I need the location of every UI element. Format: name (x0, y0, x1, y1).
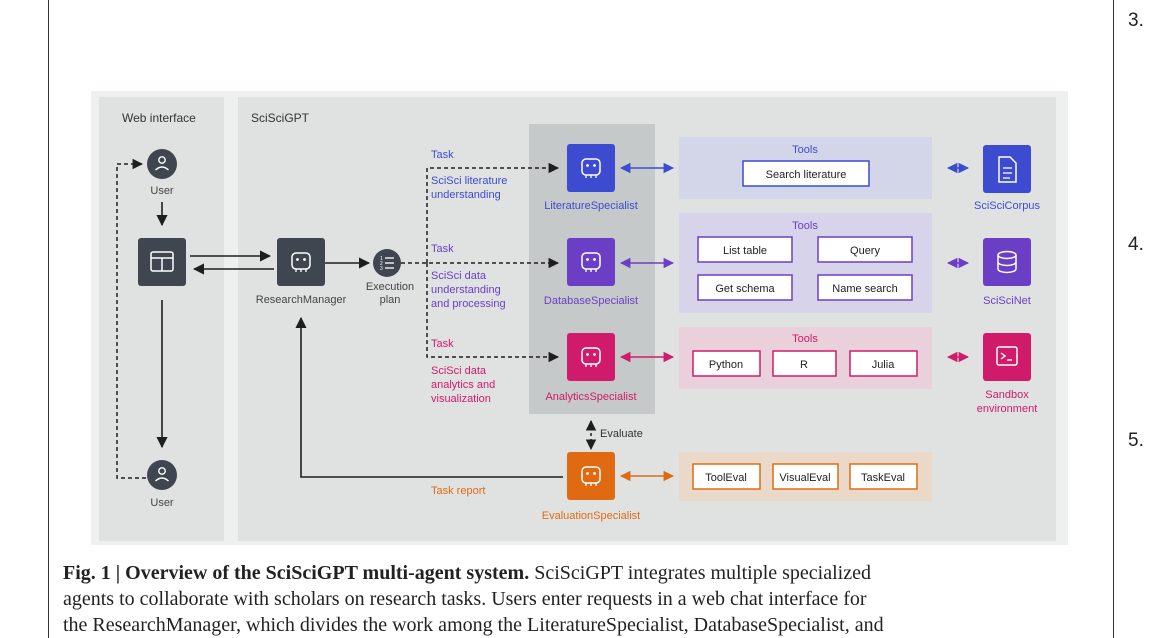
literature-task-desc-1: SciSci literature (431, 175, 507, 187)
analytics-task-desc-3: visualization (431, 393, 491, 405)
tool-julia (849, 350, 918, 377)
user-top-label: User (150, 185, 174, 197)
tool-get-schema (697, 274, 793, 301)
scisci-corpus-icon (983, 145, 1031, 193)
analytics-specialist-label: AnalyticsSpecialist (545, 391, 636, 403)
svg-text:2: 2 (380, 261, 383, 267)
tool-tooleval-label: ToolEval (705, 472, 747, 484)
tool-list-table-label: List table (723, 245, 767, 257)
evaluation-specialist-label: EvaluationSpecialist (542, 510, 640, 522)
execution-plan-label-line1: Execution (366, 281, 414, 293)
tool-list-table (697, 236, 793, 263)
analytics-task-label: Task (431, 338, 454, 350)
database-task-label: Task (431, 243, 454, 255)
sandbox-label-line2: environment (977, 403, 1038, 415)
margin-number-4: 4. (1128, 234, 1144, 255)
svg-text:1: 1 (380, 256, 383, 262)
tool-julia-label: Julia (872, 359, 896, 371)
sandbox-label-line1: Sandbox (985, 389, 1029, 401)
margin-number-3: 3. (1128, 10, 1144, 31)
literature-task-label: Task (431, 149, 454, 161)
task-report-label: Task report (431, 485, 485, 497)
tool-visualeval-label: VisualEval (779, 472, 830, 484)
evaluation-specialist-icon (567, 452, 615, 500)
literature-specialist-label: LiteratureSpecialist (544, 200, 638, 212)
tool-r-label: R (800, 359, 808, 371)
tool-python-label: Python (709, 359, 743, 371)
scisci-corpus-label: SciSciCorpus (974, 200, 1041, 212)
tool-search-literature (742, 160, 870, 187)
analytics-specialist-icon (567, 333, 615, 381)
page-column-rule-right (1113, 0, 1114, 638)
database-specialist-label: DatabaseSpecialist (544, 295, 638, 307)
analytics-tools-title: Tools (792, 333, 818, 345)
tool-taskeval (849, 463, 918, 490)
scisci-net-label: SciSciNet (983, 295, 1031, 307)
tool-search-literature-label: Search literature (766, 169, 847, 181)
tool-python (692, 350, 761, 377)
research-manager-icon (277, 238, 325, 286)
page-column-rule-left (48, 0, 49, 638)
tool-get-schema-label: Get schema (715, 283, 775, 295)
execution-plan-label-line2: plan (380, 294, 401, 306)
database-task-desc-1: SciSci data (431, 270, 487, 282)
literature-task-desc-2: understanding (431, 189, 501, 201)
database-tools-title: Tools (792, 220, 818, 232)
scisci-net-icon (983, 238, 1031, 286)
database-task-desc-3: and processing (431, 298, 506, 310)
user-bottom-icon (147, 460, 177, 490)
tool-query-label: Query (850, 245, 880, 257)
research-manager-label: ResearchManager (256, 294, 347, 306)
sandbox-environment-icon (983, 333, 1031, 381)
database-specialist-icon (567, 238, 615, 286)
tool-query (817, 236, 913, 263)
evaluate-label: Evaluate (600, 428, 643, 440)
database-task-desc-2: understanding (431, 284, 501, 296)
tool-taskeval-label: TaskEval (861, 472, 905, 484)
literature-specialist-icon (567, 144, 615, 192)
tool-tooleval (692, 463, 761, 490)
scisci-gpt-title: SciSciGPT (251, 111, 310, 125)
analytics-task-desc-1: SciSci data (431, 365, 487, 377)
literature-tools-title: Tools (792, 144, 818, 156)
svg-text:3: 3 (380, 266, 383, 272)
user-bottom-label: User (150, 497, 174, 509)
tool-r (772, 350, 837, 377)
web-interface-title: Web interface (122, 111, 196, 125)
tool-visualeval (772, 463, 839, 490)
user-top-icon (147, 149, 177, 179)
tool-name-search-label: Name search (832, 283, 897, 295)
analytics-task-desc-2: analytics and (431, 379, 495, 391)
margin-number-5: 5. (1128, 430, 1144, 451)
tool-name-search (817, 274, 913, 301)
